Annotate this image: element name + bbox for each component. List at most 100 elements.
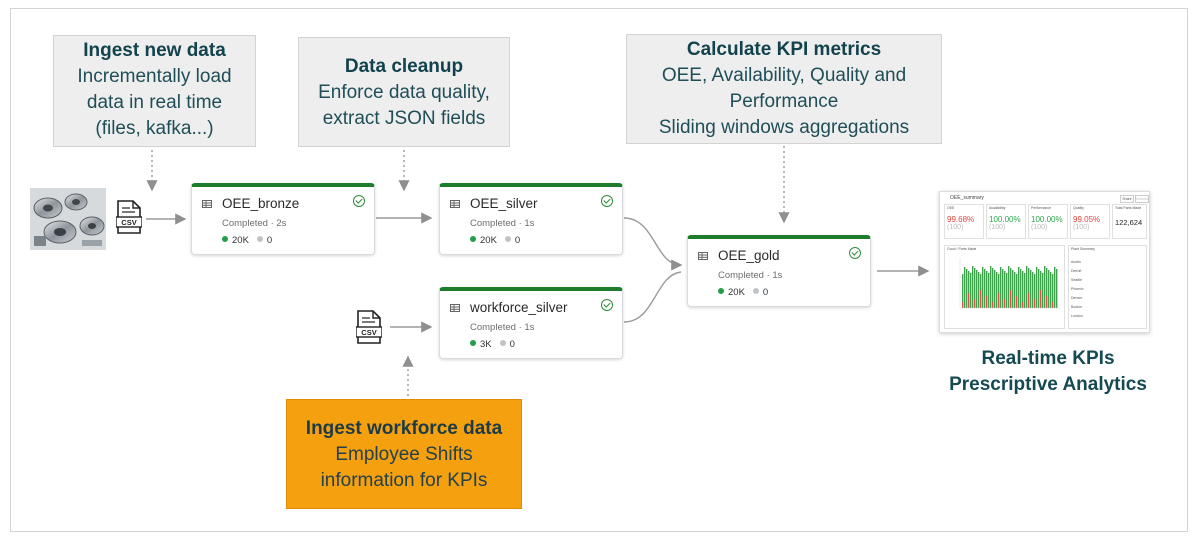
- table-icon: [450, 304, 460, 312]
- gray-dot-icon: [752, 288, 759, 294]
- mini-bar: [1018, 267, 1020, 308]
- check-circle-icon: [849, 247, 861, 259]
- mini-bar-defect: [1028, 293, 1030, 308]
- green-dot-icon: [470, 236, 476, 242]
- kpi-tile-sub: (100): [1073, 224, 1090, 231]
- node-status: Completed · 1s: [470, 322, 535, 333]
- mini-bar: [1008, 266, 1010, 308]
- mini-bar: [976, 270, 978, 308]
- mini-bar-defect: [1004, 299, 1006, 308]
- mini-bar: [1028, 268, 1030, 308]
- callout-kpi-line: Performance: [729, 91, 839, 112]
- mini-bar: [1040, 271, 1042, 308]
- mini-bar: [1030, 270, 1032, 308]
- check-circle-icon: [601, 299, 613, 311]
- rows-written: 20K: [232, 235, 249, 246]
- kpi-tile-sub: (100): [1031, 224, 1048, 231]
- dashboard-thumbnail: OEE_summary Share Schedule OEE 99.68% (1…: [939, 191, 1150, 333]
- mini-bar: [974, 268, 976, 308]
- mini-bar-chart: [959, 258, 1060, 309]
- arrow-silver-to-gold: [623, 217, 683, 271]
- node-name: workforce_silver: [470, 300, 568, 315]
- node-status: Completed · 1s: [718, 270, 783, 281]
- kpi-tile-value: 100.00%: [1031, 215, 1063, 224]
- gray-dot-icon: [256, 236, 263, 242]
- callout-kpi-line: Sliding windows aggregations: [658, 117, 910, 138]
- mini-bar: [964, 267, 966, 308]
- mini-bar: [1034, 274, 1036, 308]
- kpi-tile-label: OEE: [947, 206, 955, 210]
- rows-written: 20K: [728, 287, 745, 298]
- rows-dropped: 0: [509, 339, 515, 350]
- rows-dropped: 0: [266, 235, 273, 246]
- table-row: Phoenix: [1071, 287, 1084, 291]
- gray-dot-icon: [499, 340, 506, 346]
- callout-kpi-line: OEE, Availability, Quality and: [661, 65, 907, 86]
- mini-bar: [1004, 271, 1006, 308]
- mini-bar: [994, 270, 996, 308]
- dashboard-title: OEE_summary: [950, 195, 984, 201]
- kpi-tile-label: Quality: [1073, 206, 1084, 210]
- node-name: OEE_bronze: [222, 196, 300, 211]
- schedule-button: Schedule: [1135, 195, 1150, 203]
- chart-panel: Good / Parts Made: [944, 245, 1065, 329]
- node-name: OEE_gold: [718, 248, 780, 263]
- mini-bar: [1054, 267, 1056, 308]
- mini-bar: [998, 274, 1000, 308]
- callout-ingest-line: data in real time: [86, 92, 223, 113]
- table-row: Denver: [1071, 296, 1083, 300]
- callout-cleanup-line: Enforce data quality,: [318, 82, 490, 103]
- table-row: Boston: [1071, 305, 1082, 309]
- kpi-tile-label: Performance: [1031, 206, 1052, 210]
- metal-parts-image: [30, 188, 106, 250]
- mini-bar: [968, 271, 970, 308]
- mini-bar: [1042, 273, 1044, 308]
- mini-bar: [982, 267, 984, 308]
- arrow-workforce-to-gold: [623, 271, 682, 323]
- table-row: Seattle: [1071, 278, 1082, 282]
- mini-bar: [978, 272, 980, 308]
- callout-workforce-line: Employee Shifts: [335, 444, 473, 465]
- callout-ingest-title: Ingest new data: [83, 40, 226, 61]
- kpi-tile: Total Parts Made 122,624: [1112, 204, 1147, 239]
- kpi-tile-sub: (100): [989, 224, 1006, 231]
- mini-bar: [1010, 268, 1012, 308]
- node-stats: 20K 0: [222, 235, 272, 246]
- mini-bar: [1020, 269, 1022, 308]
- mini-bar: [1026, 266, 1028, 308]
- green-dot-icon: [470, 340, 476, 346]
- mini-bar-defect: [1016, 296, 1018, 308]
- mini-bar-defect: [986, 296, 988, 308]
- mini-bar-defect: [1040, 290, 1042, 308]
- mini-bar: [1014, 272, 1016, 308]
- csv-label: CSV: [121, 218, 136, 227]
- result-line-1: Real-time KPIs: [981, 348, 1115, 369]
- mini-bar-defect: [980, 290, 982, 308]
- table-panel: Plant Summary Austin Detroit Seattle Pho…: [1068, 245, 1147, 329]
- mini-bar: [1022, 271, 1024, 308]
- mini-bar-defect: [974, 299, 976, 308]
- diagram-frame: [10, 8, 1188, 532]
- kpi-tile-value: 100.00%: [989, 215, 1021, 224]
- result-caption: Real-time KPIs Prescriptive Analytics: [940, 346, 1156, 398]
- kpi-tile-sub: (100): [947, 224, 964, 231]
- mini-bar-defect: [968, 293, 970, 308]
- kpi-tile-label: Availability: [989, 206, 1006, 210]
- mini-bar: [990, 266, 992, 308]
- mini-bar: [992, 268, 994, 308]
- mini-bar: [1002, 269, 1004, 308]
- mini-bar: [1050, 272, 1052, 308]
- mini-bar-defect: [1052, 302, 1054, 308]
- mini-bar: [962, 274, 964, 308]
- callout-kpi-title: Calculate KPI metrics: [686, 39, 882, 60]
- kpi-tile-value: 122,624: [1115, 218, 1143, 227]
- callout-workforce-line: information for KPIs: [320, 470, 488, 491]
- result-line-2: Prescriptive Analytics: [949, 374, 1147, 395]
- mini-bar: [972, 266, 974, 308]
